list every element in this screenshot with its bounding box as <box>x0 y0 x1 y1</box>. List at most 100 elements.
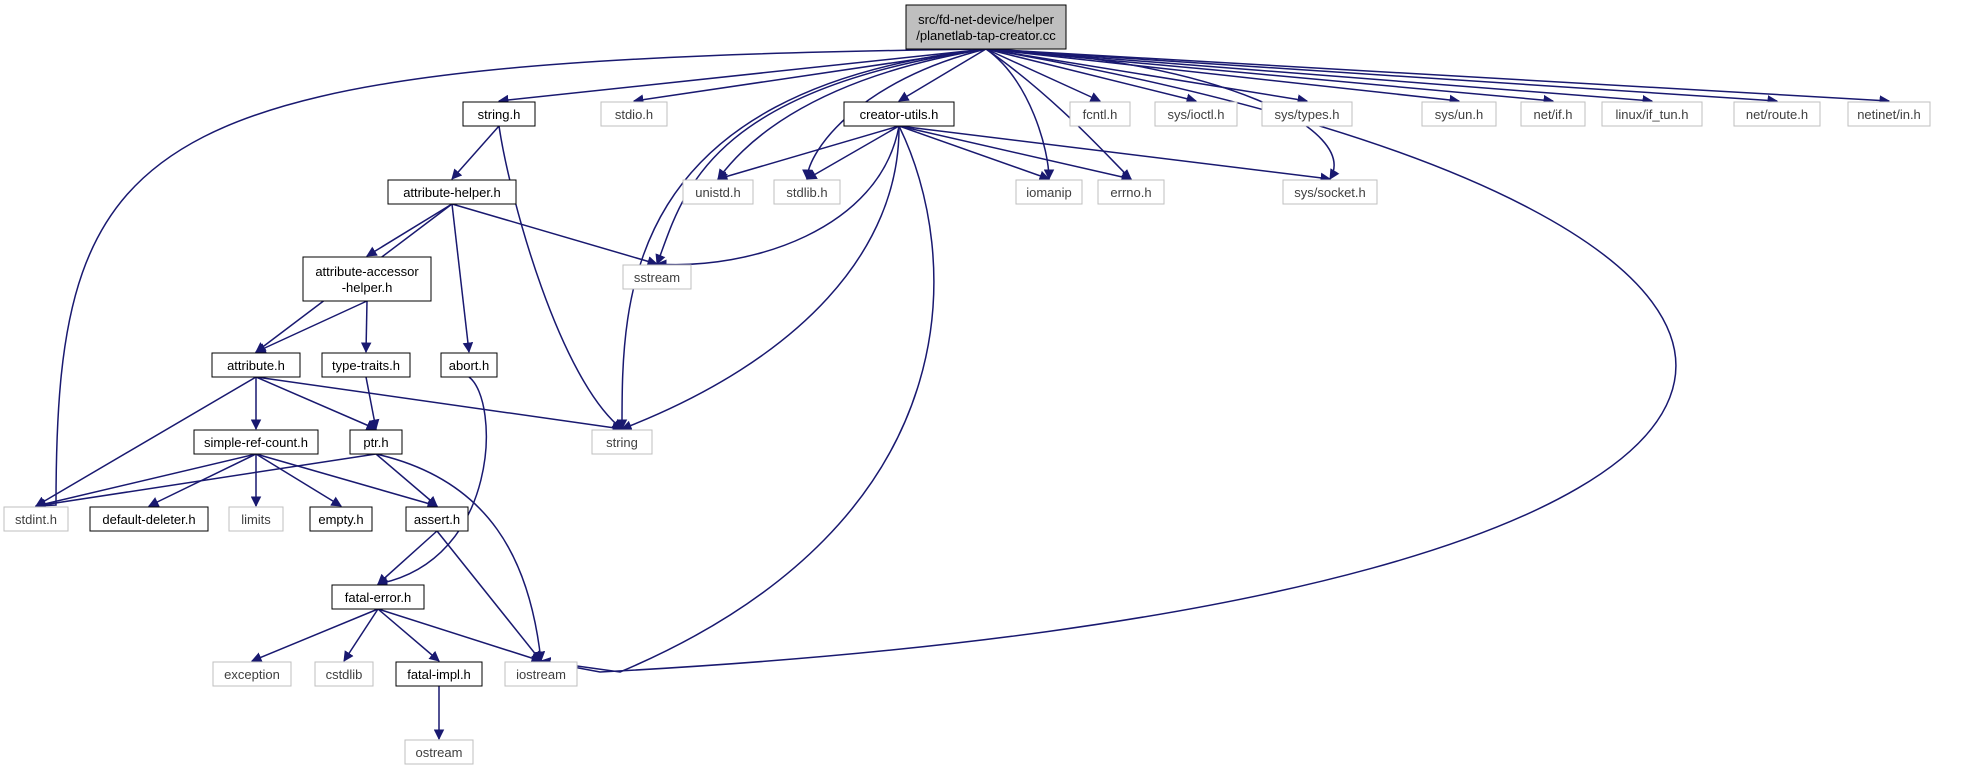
edge-simple-ref-count-h-to-stdint-h <box>34 453 257 509</box>
edge-attribute-h-to-stdint-h <box>35 376 257 507</box>
node-simple-ref-count-h[interactable]: simple-ref-count.h <box>193 429 319 455</box>
node-box <box>1069 101 1131 127</box>
node-iostream: iostream <box>504 661 578 687</box>
node-label: -helper.h <box>342 280 393 295</box>
node-box <box>3 506 69 532</box>
node-box <box>1154 101 1238 127</box>
node-box <box>843 101 955 127</box>
node-netinet-in-h: netinet/in.h <box>1847 101 1931 127</box>
node-box <box>1015 179 1083 205</box>
edge-root-to-sys-socket-h <box>985 48 1340 180</box>
node-label: linux/if_tun.h <box>1616 107 1689 122</box>
node-label: limits <box>241 512 271 527</box>
node-box <box>773 179 841 205</box>
edge-root-to-iostream <box>539 48 1677 673</box>
edge-root-to-stdint-h <box>34 48 987 511</box>
node-label: iostream <box>516 667 566 682</box>
node-box <box>440 352 498 378</box>
node-label: fatal-impl.h <box>407 667 471 682</box>
node-box <box>309 506 373 532</box>
node-label: type-traits.h <box>332 358 400 373</box>
node-box <box>622 264 692 290</box>
edge-type-traits-h-to-ptr-h <box>365 376 380 431</box>
node-sstream: sstream <box>622 264 692 290</box>
edge-attribute-accessor-helper-h-to-type-traits-h <box>360 300 372 354</box>
node-empty-h[interactable]: empty.h <box>309 506 373 532</box>
node-exception: exception <box>212 661 292 687</box>
node-stdio-h: stdio.h <box>600 101 668 127</box>
node-box <box>228 506 284 532</box>
edge-ptr-h-to-iostream <box>375 453 546 663</box>
node-attribute-helper-h[interactable]: attribute-helper.h <box>387 179 517 205</box>
node-default-deleter-h[interactable]: default-deleter.h <box>89 506 209 532</box>
node-box <box>212 661 292 687</box>
node-sys-un-h: sys/un.h <box>1421 101 1497 127</box>
node-box <box>302 256 432 302</box>
edge-root-to-fcntl-h <box>985 48 1101 102</box>
node-ptr-h[interactable]: ptr.h <box>349 429 403 455</box>
node-label: errno.h <box>1110 185 1151 200</box>
edge-simple-ref-count-h-to-assert-h <box>255 453 439 509</box>
node-label: ostream <box>416 745 463 760</box>
node-creator-utils-h[interactable]: creator-utils.h <box>843 101 955 127</box>
edge-root-to-iomanip <box>985 48 1055 181</box>
node-stdint-h: stdint.h <box>3 506 69 532</box>
node-net-if-h: net/if.h <box>1520 101 1586 127</box>
node-box <box>1282 179 1378 205</box>
node-sys-ioctl-h: sys/ioctl.h <box>1154 101 1238 127</box>
node-fatal-error-h[interactable]: fatal-error.h <box>331 584 425 610</box>
node-cstdlib: cstdlib <box>314 661 374 687</box>
node-label: exception <box>224 667 280 682</box>
node-label: src/fd-net-device/helper <box>918 12 1055 27</box>
node-label: creator-utils.h <box>860 107 939 122</box>
node-box <box>1847 101 1931 127</box>
edge-assert-h-to-fatal-error-h <box>377 530 438 585</box>
edge-creator-utils-h-to-sys-socket-h <box>898 125 1332 184</box>
node-box <box>405 506 469 532</box>
node-type-traits-h[interactable]: type-traits.h <box>321 352 411 378</box>
edge-fatal-error-h-to-fatal-impl-h <box>377 608 440 662</box>
node-label: sys/types.h <box>1274 107 1339 122</box>
node-stdlib-h: stdlib.h <box>773 179 841 205</box>
edge-string-h-to-string <box>498 125 623 430</box>
node-box <box>504 661 578 687</box>
node-assert-h[interactable]: assert.h <box>405 506 469 532</box>
edge-root-to-netinet-in-h <box>985 48 1891 106</box>
node-fcntl-h: fcntl.h <box>1069 101 1131 127</box>
edge-assert-h-to-iostream <box>436 530 542 662</box>
node-label: attribute-accessor <box>315 264 419 279</box>
node-fatal-impl-h[interactable]: fatal-impl.h <box>395 661 483 687</box>
edge-simple-ref-count-h-to-empty-h <box>255 453 342 507</box>
node-root[interactable]: src/fd-net-device/helper/planetlab-tap-c… <box>905 4 1067 50</box>
node-box <box>591 429 653 455</box>
edge-attribute-h-to-string <box>255 376 624 433</box>
node-label: stdio.h <box>615 107 653 122</box>
edge-creator-utils-h-to-unistd-h <box>716 125 900 182</box>
node-sys-socket-h: sys/socket.h <box>1282 179 1378 205</box>
node-string-h[interactable]: string.h <box>462 101 536 127</box>
edge-attribute-accessor-helper-h-to-attribute-h <box>255 300 368 353</box>
edge-creator-utils-h-to-stdlib-h <box>806 125 900 180</box>
node-limits: limits <box>228 506 284 532</box>
edges-layer <box>34 48 1891 741</box>
node-abort-h[interactable]: abort.h <box>440 352 498 378</box>
node-label: attribute.h <box>227 358 285 373</box>
node-box <box>1733 101 1821 127</box>
node-label: unistd.h <box>695 185 741 200</box>
node-label: stdint.h <box>15 512 57 527</box>
edge-fatal-error-h-to-iostream <box>377 608 543 664</box>
node-attribute-h[interactable]: attribute.h <box>211 352 301 378</box>
node-unistd-h: unistd.h <box>682 179 754 205</box>
node-label: netinet/in.h <box>1857 107 1921 122</box>
edge-creator-utils-h-to-iomanip <box>898 125 1050 181</box>
node-net-route-h: net/route.h <box>1733 101 1821 127</box>
node-box <box>1601 101 1703 127</box>
node-label: fcntl.h <box>1083 107 1118 122</box>
edge-attribute-h-to-ptr-h <box>255 376 377 431</box>
node-box <box>1421 101 1497 127</box>
node-attribute-accessor-helper-h[interactable]: attribute-accessor-helper.h <box>302 256 432 302</box>
node-box <box>349 429 403 455</box>
node-label: string.h <box>478 107 521 122</box>
